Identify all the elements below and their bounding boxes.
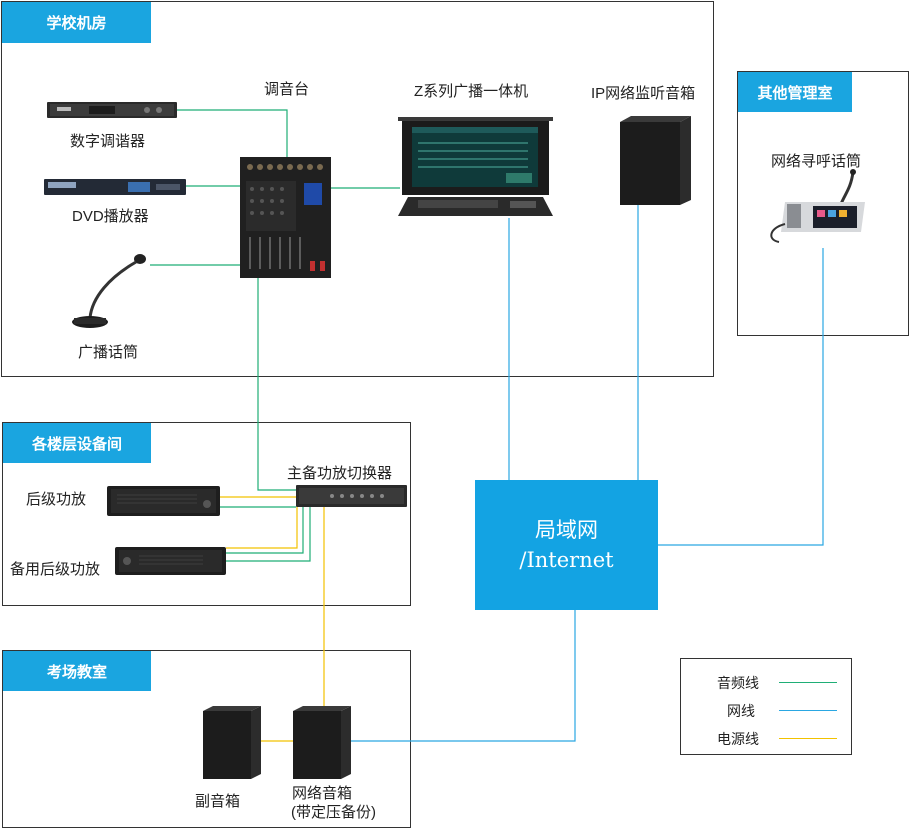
sub-speaker-device	[203, 706, 261, 779]
legend: 音频线 网线 电源线	[680, 658, 852, 755]
power-amplifier-device	[107, 486, 220, 516]
legend-audio-swatch	[779, 682, 837, 683]
tuner-label: 数字调谐器	[70, 133, 146, 150]
power-line-backup-amp-switcher	[226, 507, 298, 549]
host-label: Z系列广播一体机	[414, 83, 529, 100]
dvd-label: DVD播放器	[72, 208, 149, 225]
legend-power: 电源线	[681, 727, 851, 749]
zone-title-exam: 考场教室	[3, 651, 151, 691]
audio-line-mixer-switcher	[257, 278, 296, 491]
sub-speaker-label: 副音箱	[195, 793, 241, 810]
switcher-label: 主备功放切换器	[287, 465, 393, 482]
legend-power-swatch	[779, 738, 837, 739]
broadcast-microphone-device	[72, 254, 146, 328]
audio-line-tuner-mixer	[177, 109, 288, 160]
network-speaker-device	[293, 706, 351, 779]
network-speaker-label-line1: 网络音箱	[292, 785, 353, 802]
audio-mixer-device	[240, 157, 331, 278]
monitor-speaker-label: IP网络监听音箱	[591, 85, 696, 102]
broadcast-host-device	[398, 117, 553, 216]
amp-label: 后级功放	[26, 491, 87, 508]
legend-network: 网线	[681, 699, 851, 721]
zone-title-school: 学校机房	[2, 2, 151, 43]
legend-audio: 音频线	[681, 671, 851, 693]
legend-power-label: 电源线	[717, 731, 759, 747]
zone-title-floor: 各楼层设备间	[3, 423, 151, 463]
microphone-label: 广播话筒	[78, 344, 139, 361]
network-line-paging-lan	[658, 248, 824, 546]
legend-network-label: 网线	[727, 703, 755, 719]
legend-audio-label: 音频线	[717, 675, 759, 691]
backup-power-amplifier-device	[115, 547, 226, 575]
ip-monitor-speaker-device	[620, 116, 691, 205]
network-speaker-label-line2: (带定压备份)	[291, 804, 376, 821]
backup-amp-label: 备用后级功放	[10, 561, 101, 578]
zone-title-other: 其他管理室	[738, 72, 852, 112]
network-paging-microphone-device	[770, 169, 865, 243]
audio-line-backup-amp-switcher-2	[226, 507, 311, 562]
lan-internet-node: 局域网 /Internet	[475, 480, 658, 610]
network-line-lan-net-speaker	[351, 610, 576, 742]
legend-network-swatch	[779, 710, 837, 711]
paging-mic-label: 网络寻呼话筒	[771, 153, 862, 170]
audio-line-backup-amp-switcher-1	[226, 507, 304, 554]
dvd-player-device	[44, 179, 186, 195]
mixer-label: 调音台	[264, 81, 310, 98]
digital-tuner-device	[47, 102, 177, 118]
amplifier-switcher-device	[296, 485, 407, 507]
lan-label: 局域网	[535, 518, 598, 542]
internet-label: /Internet	[519, 548, 614, 572]
